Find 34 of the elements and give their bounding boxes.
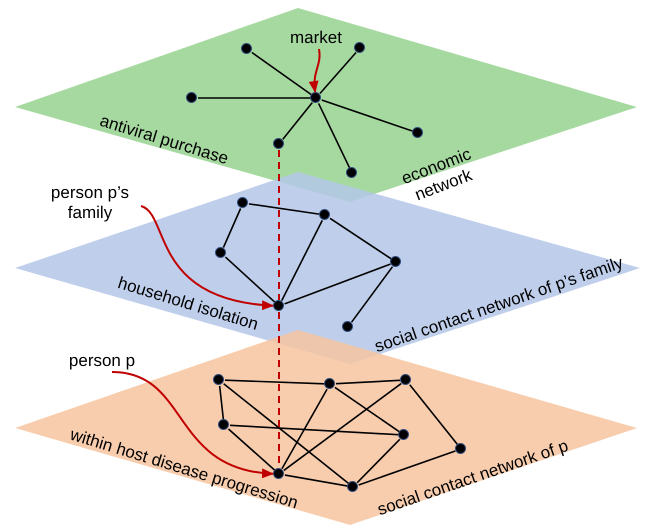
arrow bbox=[112, 371, 274, 478]
network-link bbox=[224, 379, 324, 385]
network-link bbox=[223, 383, 349, 484]
network-link bbox=[409, 384, 458, 445]
network-link bbox=[218, 386, 224, 420]
network-link bbox=[248, 203, 320, 215]
arrow bbox=[309, 48, 321, 94]
arrow bbox=[140, 205, 274, 310]
network-link bbox=[281, 388, 328, 470]
network-link bbox=[318, 103, 350, 168]
network-link bbox=[284, 474, 348, 487]
dashed-link bbox=[278, 150, 280, 300]
network-link bbox=[251, 52, 312, 96]
network-link bbox=[228, 428, 276, 471]
callout-label: market bbox=[281, 28, 351, 48]
network-link bbox=[334, 386, 400, 432]
network-link bbox=[321, 99, 413, 132]
network-link bbox=[358, 450, 456, 486]
network-link bbox=[198, 97, 310, 99]
network-link bbox=[336, 380, 400, 384]
network-link bbox=[350, 266, 394, 323]
network-link bbox=[222, 208, 242, 248]
network-link bbox=[281, 220, 323, 301]
network-link bbox=[319, 52, 357, 94]
layer-label: antiviral purchase bbox=[97, 110, 231, 170]
network-link bbox=[224, 256, 276, 303]
network-link bbox=[282, 102, 313, 140]
network-link bbox=[356, 438, 400, 484]
network-link bbox=[230, 424, 398, 436]
callout-label: person p’s family bbox=[40, 183, 140, 223]
callout-label: person p bbox=[57, 351, 147, 371]
network-link bbox=[330, 218, 392, 260]
network-link bbox=[283, 382, 402, 472]
network-link bbox=[284, 263, 391, 305]
